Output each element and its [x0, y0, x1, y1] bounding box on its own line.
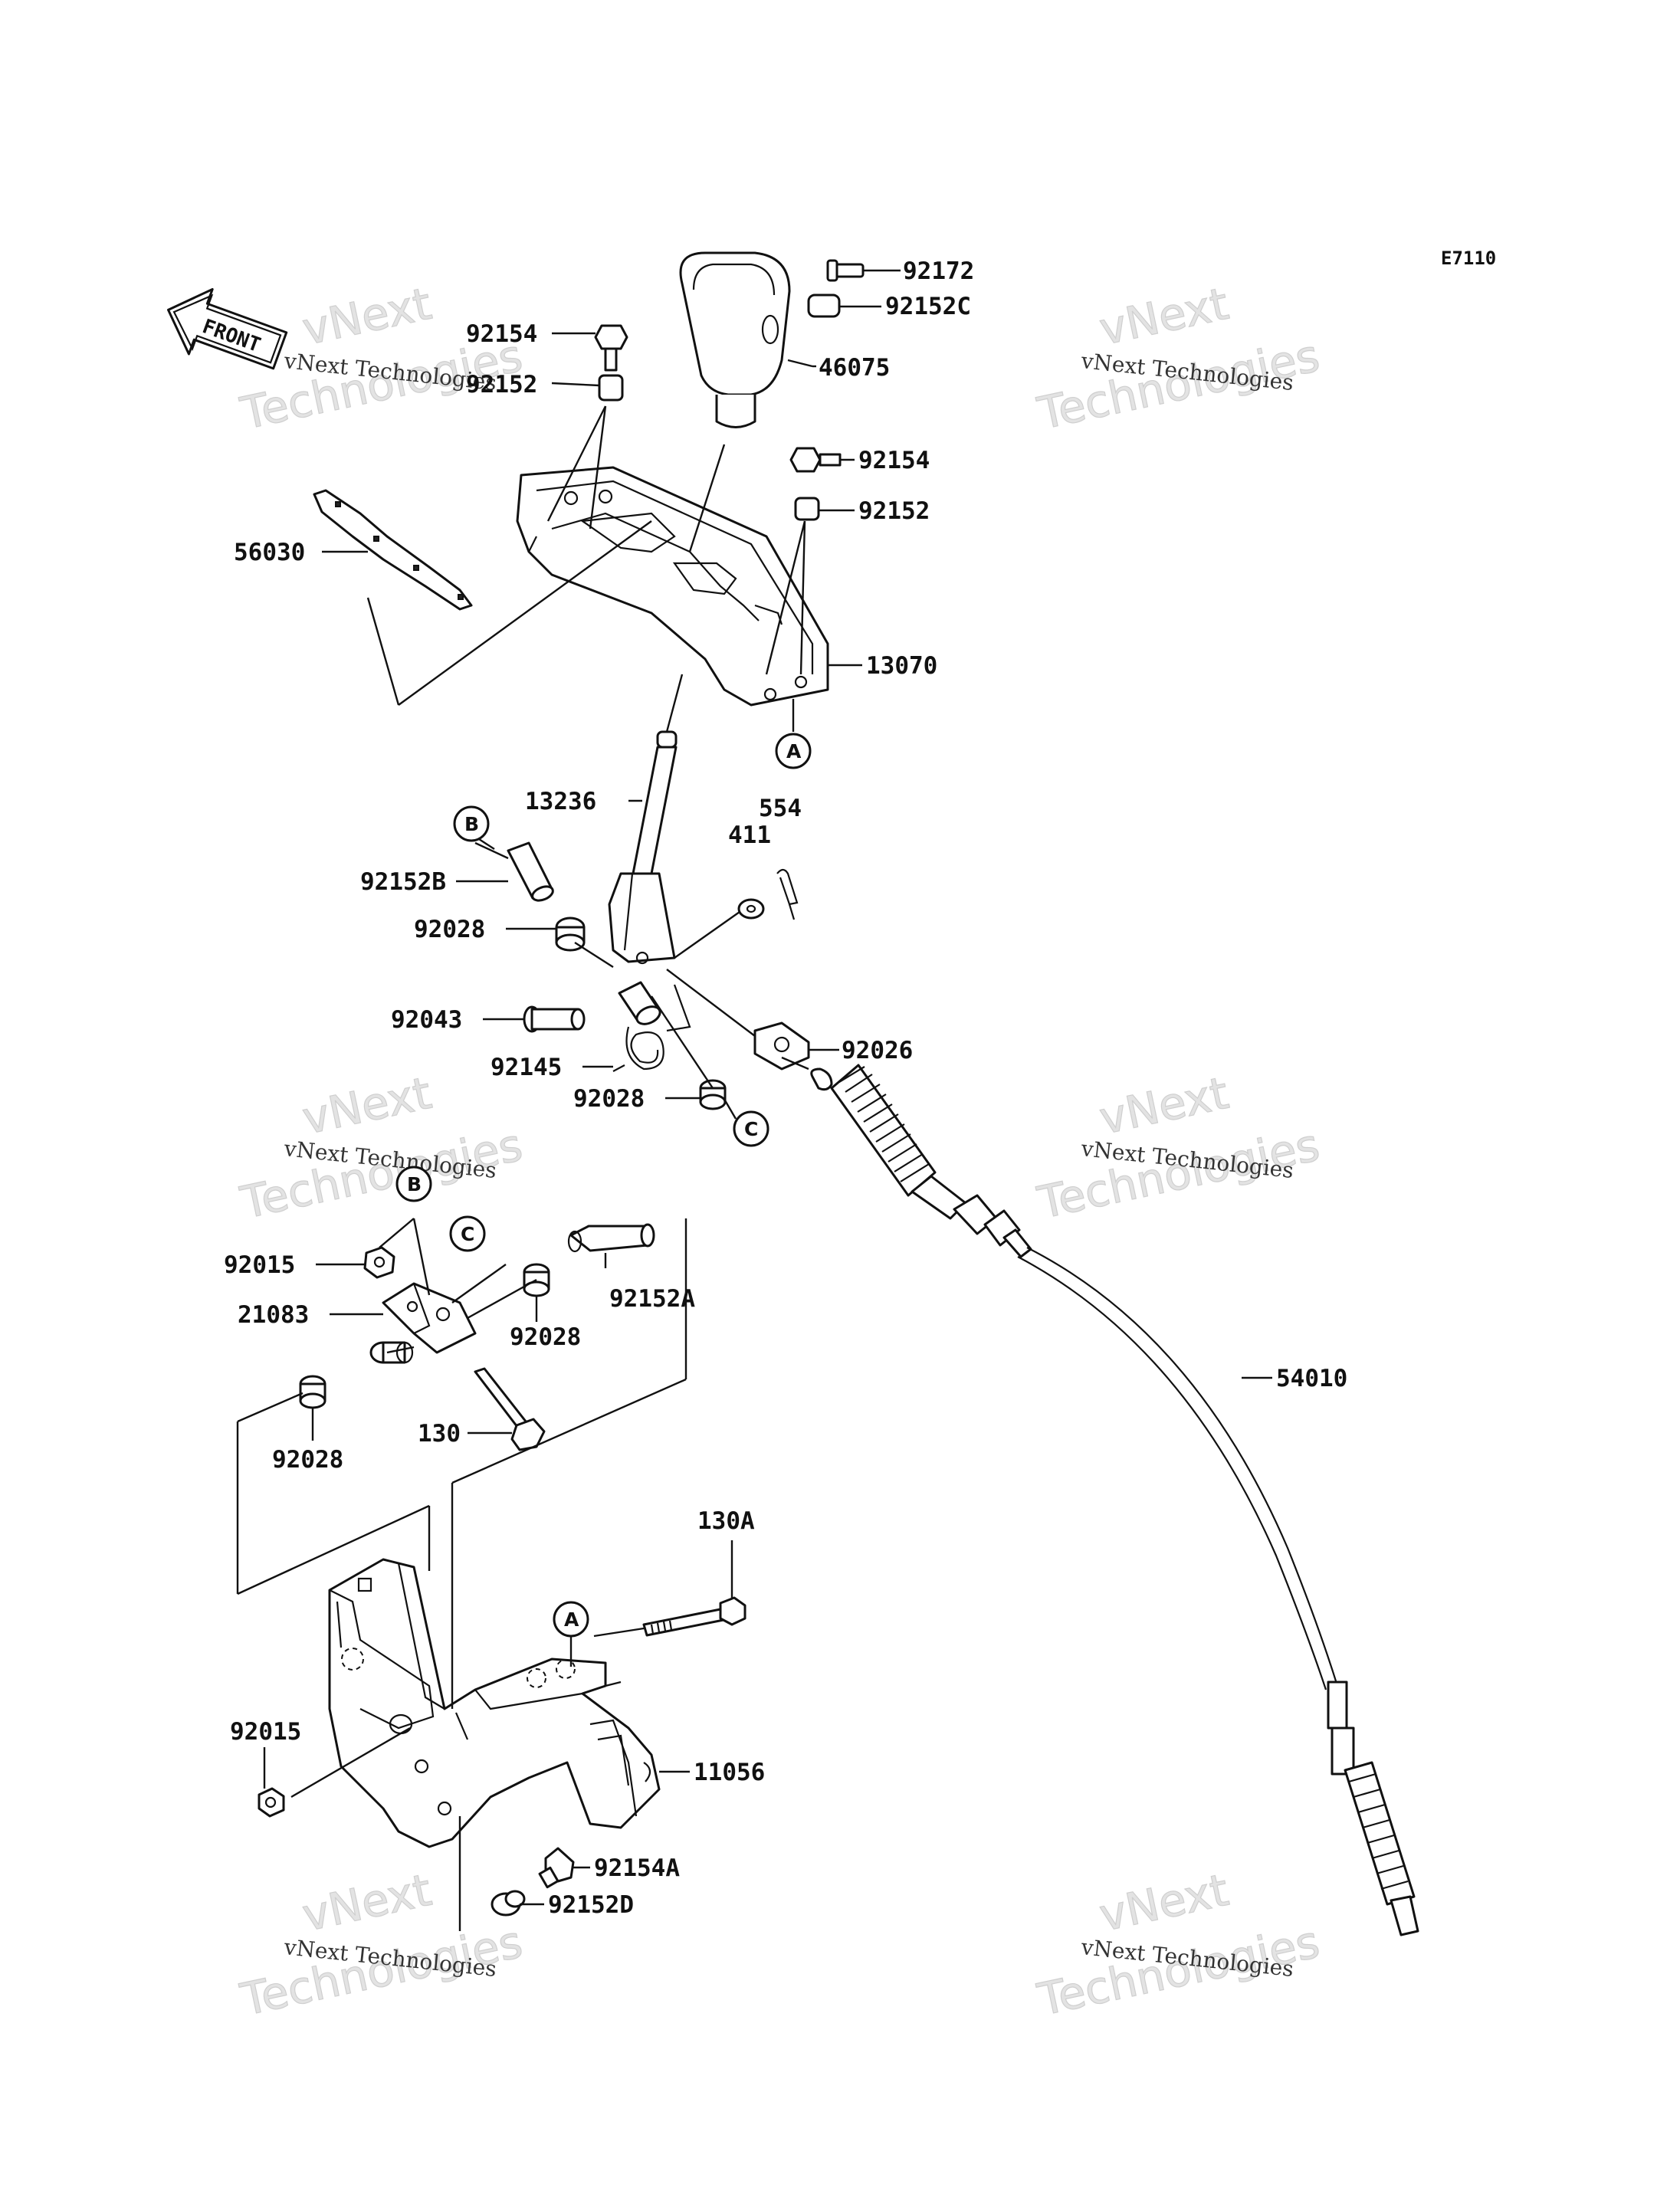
label-92152d: 92152D	[548, 1891, 634, 1919]
cotter-pin-554	[776, 868, 799, 920]
svg-text:vNext: vNext	[298, 1067, 436, 1145]
bushing-92028-d	[299, 1375, 326, 1409]
label-92145: 92145	[491, 1054, 562, 1081]
bolt-130	[474, 1367, 546, 1451]
label-92015-b: 92015	[230, 1718, 301, 1746]
part-labels: 92172 92152C 46075 92154 92152 92154 921…	[224, 257, 1347, 1919]
watermark-top-left: vNext Technologies vNext Technologies	[235, 277, 527, 440]
shifter-cover-13070	[516, 466, 829, 707]
label-11056: 11056	[694, 1759, 765, 1786]
shift-lever-13236	[608, 730, 678, 965]
cable-end-92026	[753, 1021, 810, 1071]
pin-92043	[523, 1005, 586, 1033]
spacer-bracket	[369, 1341, 414, 1364]
svg-text:vNext: vNext	[298, 277, 436, 356]
label-56030: 56030	[234, 539, 305, 566]
svg-text:vNext: vNext	[1095, 277, 1233, 356]
leader-lines	[236, 269, 1272, 1931]
bushing-92028-b	[699, 1079, 727, 1110]
callout-a-bottom: A	[553, 1601, 589, 1638]
collar-92152d	[491, 1890, 526, 1917]
collar-92152-top	[598, 374, 624, 402]
svg-text:C: C	[461, 1223, 474, 1245]
label-92015-a: 92015	[224, 1251, 295, 1279]
washer-411	[737, 898, 765, 920]
label-92154-right: 92154	[858, 447, 930, 474]
callout-c-top: C	[724, 1100, 769, 1147]
svg-text:B: B	[407, 1173, 422, 1195]
bolt-92154a	[538, 1847, 575, 1889]
collar-92152c	[807, 293, 841, 318]
callout-a-top: A	[775, 733, 812, 769]
label-92026: 92026	[842, 1037, 913, 1064]
front-arrow-icon: FRONT	[167, 287, 288, 370]
watermark-bottom-right: vNext Technologies vNext Technologies	[1032, 1863, 1324, 2026]
callout-b-top: B	[453, 805, 495, 851]
label-21083: 21083	[238, 1301, 309, 1329]
nut-92015-a	[363, 1246, 395, 1279]
shift-knob	[679, 251, 791, 428]
bracket-21083	[382, 1282, 477, 1354]
svg-text:A: A	[564, 1608, 579, 1631]
svg-text:vNext: vNext	[298, 1864, 436, 1942]
bolt-92154-top	[594, 324, 628, 372]
collar-92152-right	[794, 497, 820, 521]
bushing-92028-a	[555, 917, 586, 952]
label-554: 554	[759, 795, 802, 822]
label-92152b: 92152B	[360, 868, 446, 896]
main-bracket-11056	[328, 1558, 661, 1848]
watermark-bottom-left: vNext Technologies vNext Technologies	[235, 1863, 527, 2026]
label-411: 411	[728, 821, 771, 849]
callout-b-bottom: B	[395, 1166, 432, 1202]
label-13236: 13236	[525, 788, 596, 815]
label-130a: 130A	[697, 1507, 755, 1535]
svg-text:B: B	[464, 813, 479, 835]
label-92043: 92043	[391, 1006, 462, 1034]
bolt-130a	[642, 1596, 746, 1637]
collar-92152a	[567, 1223, 655, 1253]
screw-92172	[826, 259, 865, 282]
svg-text:vNext: vNext	[1095, 1067, 1233, 1145]
label-92028-b: 92028	[573, 1085, 645, 1113]
label-92154a: 92154A	[594, 1854, 680, 1882]
bushing-lever	[618, 981, 661, 1025]
label-92152-right: 92152	[858, 497, 930, 525]
bushing-92028-c	[523, 1263, 550, 1297]
label-92152a: 92152A	[609, 1285, 695, 1313]
callout-c-bottom: C	[449, 1215, 486, 1252]
label-92152c: 92152C	[885, 293, 971, 320]
watermark-mid-left: vNext Technologies vNext Technologies	[235, 1066, 527, 1229]
bracket-56030	[313, 489, 473, 611]
cable-54010	[810, 1064, 1419, 1936]
watermark-top-right: vNext Technologies vNext Technologies	[1032, 277, 1324, 440]
label-13070: 13070	[866, 652, 937, 680]
label-54010: 54010	[1276, 1365, 1347, 1392]
label-92028-c: 92028	[510, 1323, 581, 1351]
nut-92015-b	[258, 1787, 285, 1818]
bolt-92154-right	[789, 447, 842, 473]
svg-text:C: C	[744, 1118, 758, 1140]
label-130: 130	[418, 1420, 461, 1448]
label-92172: 92172	[903, 257, 974, 285]
watermark-mid-right: vNext Technologies vNext Technologies	[1032, 1066, 1324, 1229]
collar-92152b	[507, 841, 554, 902]
label-92154-top: 92154	[466, 320, 537, 348]
diagram-code: E7110	[1441, 248, 1496, 269]
svg-text:vNext: vNext	[1095, 1864, 1233, 1942]
label-46075: 46075	[819, 354, 890, 382]
label-92028-a: 92028	[414, 916, 485, 943]
label-92152-top: 92152	[466, 371, 537, 398]
label-92028-d: 92028	[272, 1446, 343, 1474]
svg-text:A: A	[786, 740, 802, 762]
